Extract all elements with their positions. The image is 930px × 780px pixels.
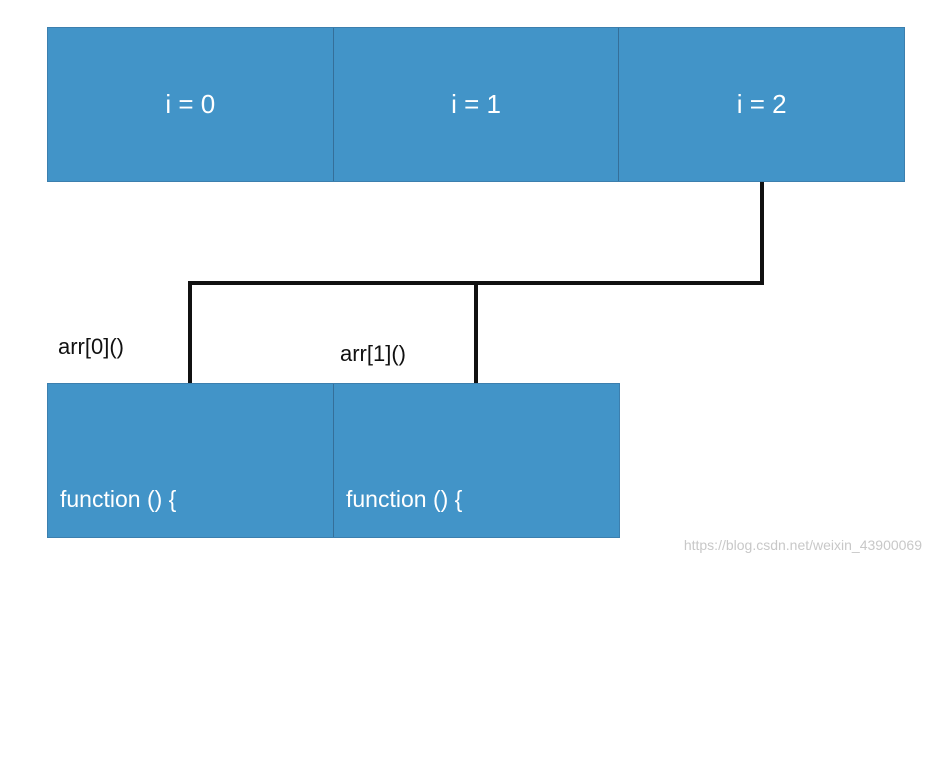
function-close: } xyxy=(346,684,354,710)
function-box-1: function () { console.log(i) } xyxy=(334,384,619,710)
call-label-arr1: arr[1]() xyxy=(340,341,406,366)
watermark: https://blog.csdn.net/weixin_43900069 xyxy=(683,537,922,553)
function-row: function () { console.log(i) } function … xyxy=(47,383,620,710)
connector-lines xyxy=(188,182,764,383)
function-close: } xyxy=(60,684,68,710)
iteration-box-0: i = 0 xyxy=(48,28,334,181)
iteration-box-2: i = 2 xyxy=(736,89,787,119)
function-header: function () { xyxy=(60,486,177,512)
loop-iteration-row: i = 0 i = 1 i = 2 xyxy=(47,27,905,182)
iteration-box-1: i = 1 xyxy=(334,28,620,181)
function-body: console.log(i) xyxy=(386,585,523,611)
function-header: function () { xyxy=(346,486,463,512)
function-box-0: function () { console.log(i) } xyxy=(48,384,334,710)
call-label-arr0: arr[0]() xyxy=(58,334,124,359)
function-body: console.log(i) xyxy=(100,585,237,611)
